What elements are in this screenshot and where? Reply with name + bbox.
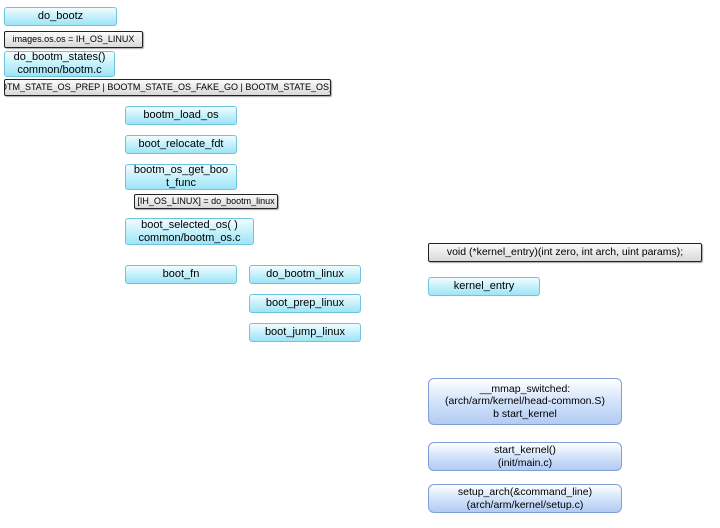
bootm-load-os-box: bootm_load_os (125, 106, 237, 125)
do-bootm-states-box: do_bootm_states() common/bootm.c (4, 51, 115, 77)
do-bootm-linux-box: do_bootm_linux (249, 265, 361, 284)
kernel-entry-declaration-note: void (*kernel_entry)(int zero, int arch,… (428, 243, 702, 262)
bootm-state-flags-note: BOOTM_STATE_OS_PREP | BOOTM_STATE_OS_FAK… (4, 79, 331, 96)
start-kernel-box: start_kernel() (init/main.c) (428, 442, 622, 471)
boot-selected-os-box: boot_selected_os( ) common/bootm_os.c (125, 218, 254, 245)
ih-os-linux-map-note: [IH_OS_LINUX] = do_bootm_linux (134, 194, 278, 209)
setup-arch-box: setup_arch(&command_line) (arch/arm/kern… (428, 484, 622, 513)
kernel-entry-box: kernel_entry (428, 277, 540, 296)
boot-jump-linux-box: boot_jump_linux (249, 323, 361, 342)
mmap-switched-box: __mmap_switched: (arch/arm/kernel/head-c… (428, 378, 622, 425)
bootm-os-get-boot-func-box: bootm_os_get_boo t_func (125, 164, 237, 190)
images-os-os-note: images.os.os = IH_OS_LINUX (4, 31, 143, 48)
do-bootz-box: do_bootz (4, 7, 117, 26)
boot-relocate-fdt-box: boot_relocate_fdt (125, 135, 237, 154)
boot-fn-box: boot_fn (125, 265, 237, 284)
boot-prep-linux-box: boot_prep_linux (249, 294, 361, 313)
